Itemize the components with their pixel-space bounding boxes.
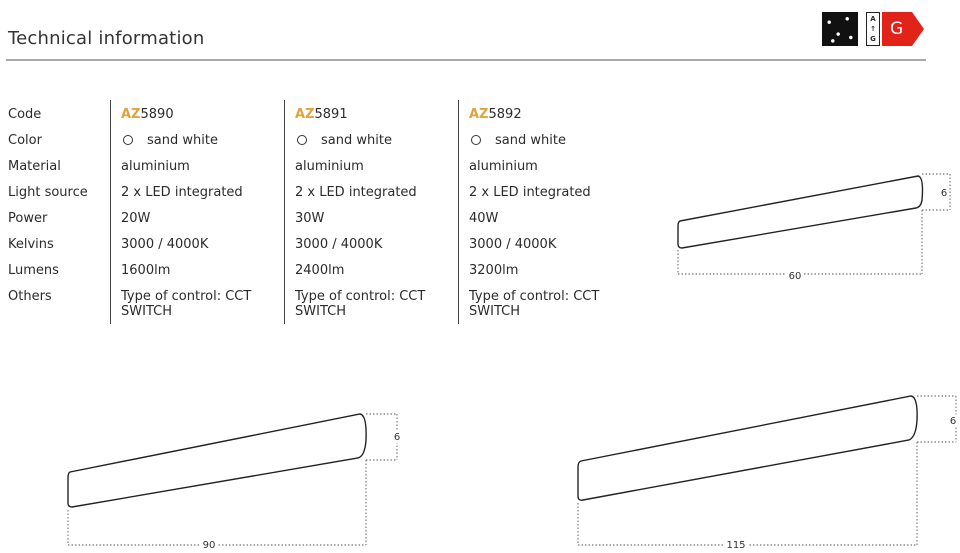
label-power: Power: [8, 211, 48, 226]
energy-class-badge: G: [882, 12, 924, 46]
product-power: 20W: [121, 211, 151, 226]
height-label: 6: [394, 432, 400, 443]
label-color: Color: [8, 133, 42, 148]
energy-scale: A ↑ G: [866, 12, 880, 46]
product-code: AZ5892: [469, 102, 639, 128]
product-column: AZ5890 sand white aluminium 2 x LED inte…: [110, 100, 291, 324]
title-divider: [6, 59, 926, 61]
height-label: 6: [950, 416, 956, 427]
lamp-outline: [677, 175, 924, 249]
product-material: aluminium: [469, 159, 538, 174]
color-value: sand white: [147, 133, 218, 148]
length-label: 115: [726, 540, 745, 551]
product-others: Type of control: CCT SWITCH: [295, 289, 426, 319]
code-prefix: AZ: [295, 107, 315, 122]
length-label: 60: [789, 271, 802, 282]
label-lumens: Lumens: [8, 263, 59, 278]
page-title: Technical information: [8, 28, 205, 49]
color-value: sand white: [495, 133, 566, 148]
code-prefix: AZ: [121, 107, 141, 122]
lamp-drawing-60: 60 6: [677, 173, 951, 285]
product-lumens: 2400lm: [295, 263, 345, 278]
product-material: aluminium: [295, 159, 364, 174]
color-swatch-icon: [297, 135, 307, 145]
product-column: AZ5892 sand white aluminium 2 x LED inte…: [458, 100, 639, 324]
product-power: 40W: [469, 211, 499, 226]
lamp-drawing-115: 115 6: [577, 395, 959, 553]
product-light-source: 2 x LED integrated: [469, 185, 591, 200]
lamp-outline: [577, 395, 918, 501]
product-power: 30W: [295, 211, 325, 226]
color-value: sand white: [321, 133, 392, 148]
product-kelvins: 3000 / 4000K: [469, 237, 557, 252]
lamp-outline: [67, 413, 367, 508]
product-color: sand white: [295, 128, 465, 154]
product-light-source: 2 x LED integrated: [295, 185, 417, 200]
energy-scale-bottom: G: [870, 35, 876, 43]
code-prefix: AZ: [469, 107, 489, 122]
product-light-source: 2 x LED integrated: [121, 185, 243, 200]
color-swatch-icon: [123, 135, 133, 145]
length-label: 90: [203, 540, 216, 551]
product-material: aluminium: [121, 159, 190, 174]
code-number: 5892: [488, 107, 522, 122]
product-code: AZ5890: [121, 102, 291, 128]
spec-row-labels: Code Color Material Light source Power K…: [8, 102, 108, 323]
energy-label: A ↑ G G: [866, 12, 924, 46]
product-color: sand white: [121, 128, 291, 154]
product-column: AZ5891 sand white aluminium 2 x LED inte…: [284, 100, 465, 324]
label-others: Others: [8, 289, 52, 304]
label-kelvins: Kelvins: [8, 237, 54, 252]
product-color: sand white: [469, 128, 639, 154]
product-others: Type of control: CCT SWITCH: [121, 289, 252, 319]
label-light-source: Light source: [8, 185, 88, 200]
energy-scale-arrow-icon: ↑: [870, 25, 876, 33]
product-kelvins: 3000 / 4000K: [295, 237, 383, 252]
product-code: AZ5891: [295, 102, 465, 128]
height-label: 6: [941, 188, 947, 199]
code-number: 5891: [314, 107, 348, 122]
product-others: Type of control: CCT SWITCH: [469, 289, 600, 319]
label-material: Material: [8, 159, 61, 174]
product-lumens: 1600lm: [121, 263, 171, 278]
label-code: Code: [8, 107, 42, 122]
product-lumens: 3200lm: [469, 263, 519, 278]
product-kelvins: 3000 / 4000K: [121, 237, 209, 252]
color-swatch-icon: [471, 135, 481, 145]
qr-code: [822, 12, 858, 46]
lamp-drawing-90: 90 6: [67, 413, 403, 553]
energy-scale-top: A: [870, 15, 876, 23]
code-number: 5890: [140, 107, 174, 122]
